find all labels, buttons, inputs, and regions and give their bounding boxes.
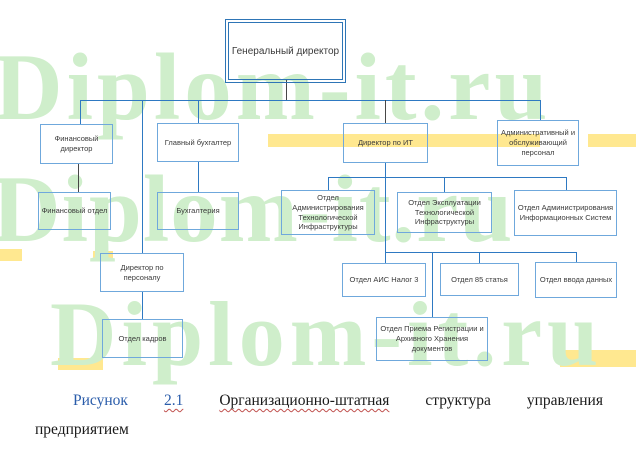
connector-bus-level2 [80, 100, 541, 101]
org-node-admin-service-personnel: Административный и обслуживающий персона… [497, 120, 579, 166]
org-node-financial-department: Финансовый отдел [38, 192, 111, 230]
figure-number: 2.1 [163, 392, 184, 409]
org-node-chief-accountant: Главный бухгалтер [157, 123, 239, 162]
connector-bus-it-level3 [328, 177, 567, 178]
figure-caption-line1: Рисунок 2.1 Организационно-штатная струк… [35, 392, 603, 410]
connector-to-data-entry [576, 252, 577, 262]
figure-label: Рисунок [73, 392, 128, 409]
connector-to-fin-dir [80, 100, 81, 124]
org-node-reception-archive: Отдел Приема Регистрации и Архивного Хра… [376, 317, 488, 361]
caption-word: Организационно-штатная [219, 392, 390, 409]
connector-to-chief-acc [198, 100, 199, 123]
org-node-infosystems-administration: Отдел Администрирования Информационных С… [514, 190, 617, 236]
connector-bus-it-level4 [385, 252, 577, 253]
caption-word: управления [526, 392, 603, 409]
org-node-accounting: Бухгалтерия [157, 192, 239, 230]
figure-caption-line2: предприятием [35, 421, 129, 438]
org-node-financial-director: Финансовый директор [40, 124, 113, 164]
connector-to-it-dir [385, 100, 386, 123]
connector-it-passthrough [385, 177, 386, 252]
figure-caption: Рисунок 2.1 Организационно-штатная струк… [35, 392, 603, 439]
org-node-tech-infra-operation: Отдел Эксплуатации Технологической Инфра… [397, 192, 492, 233]
connector-to-dept-admin-ti [328, 177, 329, 190]
connector-to-dept-expl-ti [444, 177, 445, 192]
watermark-highlight [0, 249, 22, 261]
connector-chief-acc-to-accounting [198, 162, 199, 192]
connector-it-dir-to-bus [385, 163, 386, 177]
org-node-hr-director: Директор по персоналу [100, 253, 184, 292]
org-node-general-director: Генеральный директор [225, 19, 346, 83]
connector-to-admin-pers [540, 100, 541, 120]
watermark-highlight [588, 134, 636, 147]
watermark-highlight [268, 134, 540, 147]
connector-root-to-bus [286, 80, 287, 100]
org-node-data-entry: Отдел ввода данных [535, 262, 617, 298]
org-node-ais-nalog3: Отдел АИС Налог 3 [342, 263, 426, 297]
connector-to-reception [432, 252, 433, 317]
watermark-highlight [560, 350, 636, 367]
org-node-hr-department: Отдел кадров [102, 319, 183, 358]
org-node-article-85: Отдел 85 статья [440, 263, 519, 296]
watermark-highlight [93, 251, 113, 261]
connector-to-hr-dir [142, 100, 143, 253]
caption-word: структура [425, 392, 491, 409]
watermark-highlight [58, 358, 103, 370]
org-node-it-director: Директор по ИТ [343, 123, 428, 163]
org-node-tech-infra-administration: Отдел Администрирования Технологической … [281, 190, 375, 235]
connector-fin-dir-to-fin-dept [78, 164, 79, 192]
connector-to-dept-admin-is [566, 177, 567, 190]
connector-to-ais-nalog [385, 252, 386, 263]
connector-hr-dir-to-hr-dept [142, 292, 143, 319]
connector-to-article85 [479, 252, 480, 263]
